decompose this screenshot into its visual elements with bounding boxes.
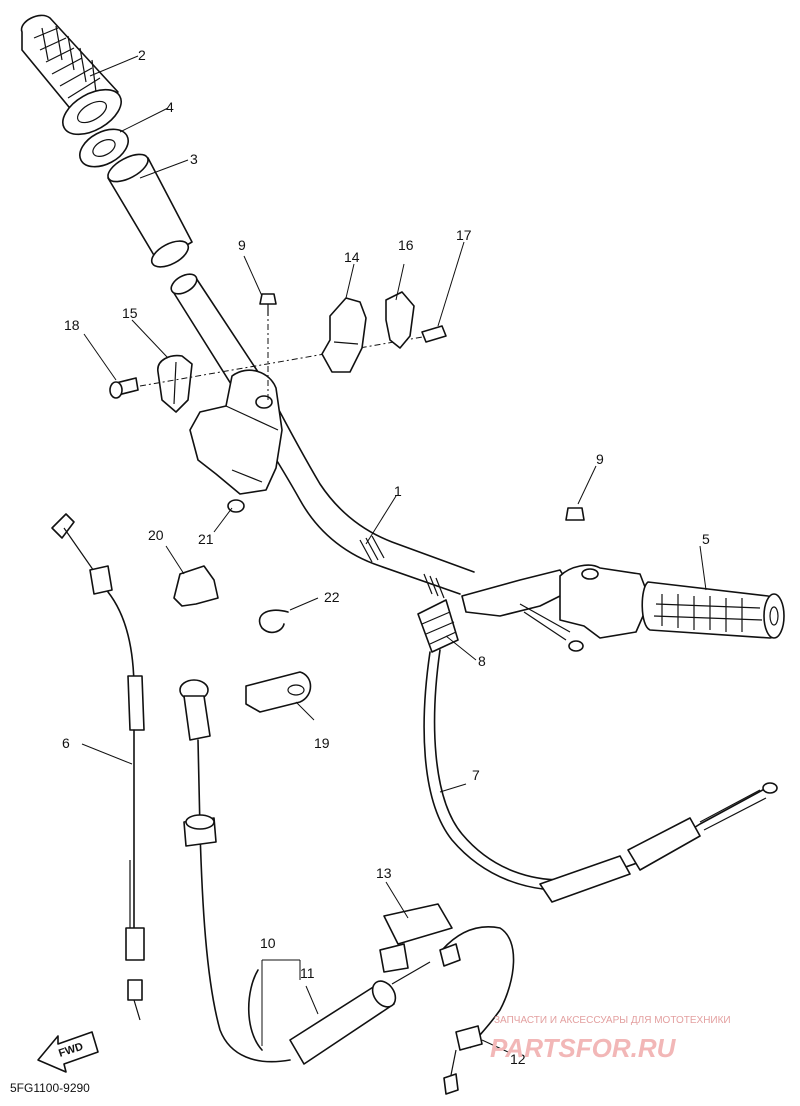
leader-lines [81,55,707,1053]
part-number-10: 10 [260,935,276,951]
part-number-14: 14 [344,249,360,265]
cable-holder [321,297,367,373]
screw [421,325,447,343]
part-number-11: 11 [300,965,315,981]
part-number-5: 5 [702,531,710,547]
part-number-12: 12 [510,1051,526,1067]
watermark: ЗАПЧАСТИ И АКСЕССУАРЫ ДЛЯ МОТОТЕХНИКИ PA… [490,1015,731,1063]
part-number-15: 15 [122,305,138,321]
clamp-20 [173,565,219,607]
choke-cable [179,679,515,1095]
part-number-7: 7 [472,767,480,783]
part-number-9-right: 9 [596,451,604,467]
part-number-16: 16 [398,237,414,253]
part-number-22: 22 [324,589,340,605]
part-number-4: 4 [166,99,174,115]
cable-boot [417,599,459,653]
part-number-2: 2 [138,47,146,63]
watermark-tagline: ЗАПЧАСТИ И АКСЕССУАРЫ ДЛЯ МОТОТЕХНИКИ [494,1015,731,1026]
part-number-17: 17 [456,227,472,243]
clutch-cable [423,649,778,903]
grip-sleeve [107,153,193,268]
part-number-13: 13 [376,865,392,881]
watermark-brand: PARTSFOR.RU [490,1033,677,1063]
fwd-arrow-icon: FWD [37,1031,99,1073]
left-grip [20,14,122,136]
cable-clip [385,291,415,349]
right-grip [641,581,785,639]
throttle-cable [51,513,145,1021]
clip-22 [258,609,289,634]
right-lever-assembly [461,507,651,652]
part-number-19: 19 [314,735,330,751]
bracket-19 [245,671,312,713]
alignment-line [139,333,441,387]
part-number-8: 8 [478,653,486,669]
part-number-18: 18 [64,317,80,333]
part-number-6: 6 [62,735,70,751]
part-number-20: 20 [148,527,164,543]
part-number-3: 3 [190,151,198,167]
diagram-code: 5FG1100-9290 [10,1081,90,1095]
left-clamp [109,354,193,413]
part-number-21: 21 [198,531,214,547]
part-number-9-left: 9 [238,237,246,253]
grip-collar [79,128,129,168]
part-number-1: 1 [394,483,402,499]
